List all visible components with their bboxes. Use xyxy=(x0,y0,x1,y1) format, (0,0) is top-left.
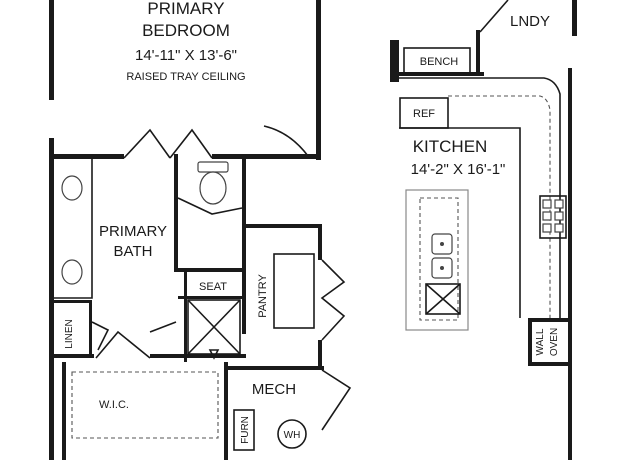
room-label-primary-bedroom: PRIMARY xyxy=(147,0,224,18)
fixture-label-ref: REF xyxy=(413,108,435,120)
room-label-lndy: LNDY xyxy=(510,13,550,30)
fixture-label-seat: SEAT xyxy=(199,281,227,293)
room-label-pantry: PANTRY xyxy=(257,274,269,318)
fixture-label-wh: WH xyxy=(284,430,301,441)
room-label-wic: W.I.C. xyxy=(99,399,129,411)
fixtures xyxy=(61,161,567,451)
walls xyxy=(49,0,577,460)
room-size-kitchen: 14'-2" X 16'-1" xyxy=(411,161,506,178)
fixture-label-wall-oven: WALL xyxy=(535,328,546,355)
room-label-primary-bedroom: BEDROOM xyxy=(142,21,230,40)
room-label-mech: MECH xyxy=(252,381,296,398)
shower-icon xyxy=(187,299,241,360)
labels: PRIMARY BEDROOM 14'-11" X 13'-6" RAISED … xyxy=(64,0,560,444)
cooktop-icon xyxy=(539,195,567,239)
room-label-primary-bath: PRIMARY xyxy=(99,223,167,240)
dishwasher-icon xyxy=(425,283,461,315)
room-note-primary-bedroom: RAISED TRAY CEILING xyxy=(126,71,245,83)
fixture-label-wall-oven: OVEN xyxy=(549,328,560,356)
double-sink-icon xyxy=(431,233,453,279)
water-heater-icon xyxy=(277,419,307,449)
doors xyxy=(91,125,352,431)
fixture-label-bench: BENCH xyxy=(420,56,459,68)
room-size-primary-bedroom: 14'-11" X 13'-6" xyxy=(135,47,237,64)
room-label-kitchen: KITCHEN xyxy=(413,137,488,156)
fixture-label-linen: LINEN xyxy=(64,319,75,348)
toilet-icon xyxy=(197,161,229,205)
fixture-label-furn: FURN xyxy=(240,416,251,444)
room-label-primary-bath: BATH xyxy=(114,243,153,260)
sink-icon xyxy=(61,175,83,201)
cabinetry xyxy=(54,0,561,439)
furnace-icon xyxy=(233,409,255,451)
sink-icon xyxy=(61,259,83,285)
